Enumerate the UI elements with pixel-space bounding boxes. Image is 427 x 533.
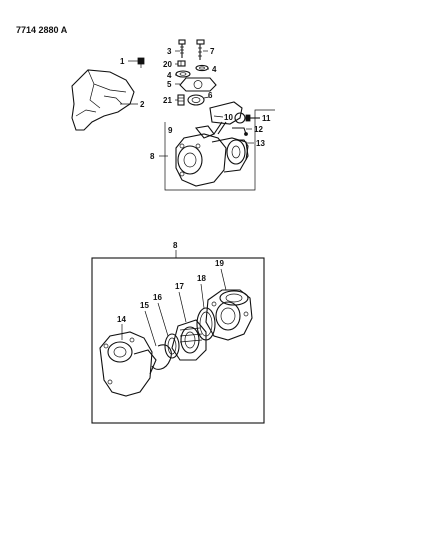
- callout-4a: 4: [167, 71, 172, 80]
- callout-19: 19: [215, 259, 224, 268]
- seal-ring-16: [164, 333, 180, 359]
- callout-20: 20: [163, 60, 172, 69]
- center-housing-17: [171, 319, 207, 361]
- callout-21: 21: [163, 96, 172, 105]
- callout-5: 5: [167, 80, 172, 89]
- callout-4b: 4: [212, 65, 217, 74]
- callouts: 1 2 3 7 20 4 4 5 6 21 9 10 11 12 13 8 8 …: [117, 47, 271, 324]
- fitting-21: [177, 94, 185, 106]
- gasket-5: [179, 77, 217, 92]
- callout-15: 15: [140, 301, 149, 310]
- callout-6: 6: [208, 91, 213, 100]
- callout-2: 2: [140, 100, 145, 109]
- oil-pipe-12: [232, 127, 248, 136]
- actuator-10: [209, 101, 246, 135]
- leader-lines-upper: [120, 50, 254, 157]
- bolt-1: [137, 57, 145, 68]
- callout-12: 12: [254, 125, 263, 134]
- diagram-code: 7714 2880 A: [16, 25, 68, 35]
- callout-8a: 8: [150, 152, 155, 161]
- bolt-11: [245, 114, 260, 122]
- callout-8b: 8: [173, 241, 178, 250]
- exploded-frame: [91, 250, 265, 424]
- o-ring-18: [196, 307, 216, 341]
- stud-7: [196, 39, 205, 60]
- callout-16: 16: [153, 293, 162, 302]
- callout-3: 3: [167, 47, 172, 56]
- callout-11: 11: [262, 114, 271, 123]
- callout-17: 17: [175, 282, 184, 291]
- callout-18: 18: [197, 274, 206, 283]
- assembly-bracket-8a: [164, 109, 275, 191]
- callout-10: 10: [224, 113, 233, 122]
- compressor-housing-19: [205, 289, 253, 341]
- nut-20: [177, 60, 186, 67]
- washer-4a: [175, 70, 191, 78]
- callout-13: 13: [256, 139, 265, 148]
- washer-4b: [195, 64, 209, 72]
- seal-ring-6: [187, 94, 205, 106]
- stud-3: [178, 39, 186, 58]
- leader-lines-lower: [121, 268, 227, 347]
- callout-1: 1: [120, 57, 125, 66]
- callout-14: 14: [117, 315, 126, 324]
- callout-7: 7: [210, 47, 215, 56]
- turbocharger: [175, 125, 249, 187]
- turbine-housing-14: [99, 331, 157, 397]
- callout-9: 9: [168, 126, 173, 135]
- heat-shield: [71, 69, 135, 131]
